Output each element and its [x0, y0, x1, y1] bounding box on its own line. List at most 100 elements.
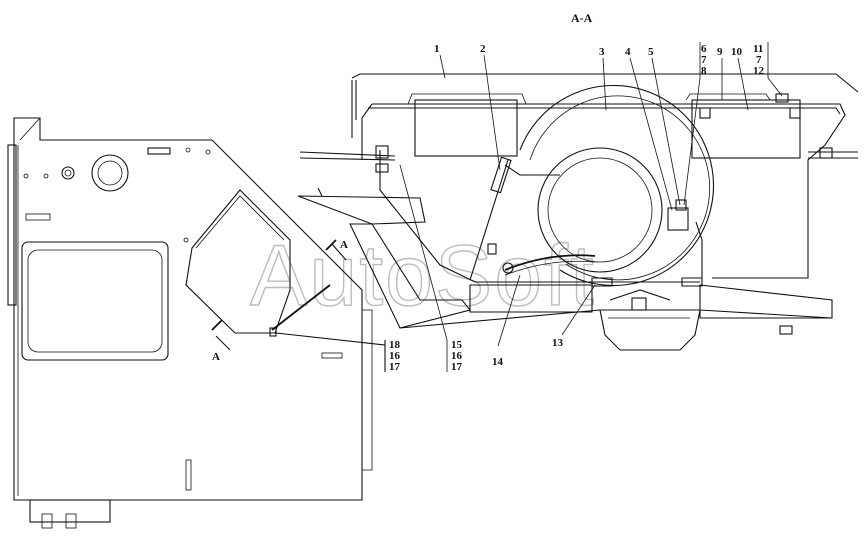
- hole-1: [43, 173, 49, 179]
- damper-plate: [469, 159, 509, 281]
- seal-right: [681, 277, 703, 287]
- callout-14: 14: [492, 356, 504, 368]
- bottom-slot: [185, 459, 192, 491]
- section-mark-lower: A: [212, 351, 220, 363]
- housing-right-flange: [362, 309, 373, 471]
- leader-6-7-8: [683, 42, 701, 206]
- callout-11: 11: [753, 43, 763, 55]
- filter-block-right: [691, 99, 801, 159]
- motor-bracket: [667, 207, 689, 231]
- callout-5: 5: [648, 46, 654, 58]
- section-mark-upper: A: [340, 239, 348, 251]
- fan-inlet-line: [504, 164, 560, 176]
- housing-inner-top: [372, 103, 846, 279]
- flap-link-rod: [271, 284, 331, 331]
- leader-2: [483, 54, 501, 171]
- motor-bolt: [675, 199, 687, 211]
- leader-15-16-17: [399, 164, 448, 341]
- flap-inner: [195, 195, 285, 249]
- callout-9: 9: [717, 46, 723, 58]
- hole-4: [205, 149, 211, 155]
- callout-2: 2: [480, 43, 486, 55]
- duct-inner-line: [379, 150, 700, 283]
- leader-13: [561, 284, 596, 336]
- housing-top-edge: [19, 117, 41, 141]
- insulation-bottom-right: [699, 284, 833, 319]
- bottom-tab-slot-2: [65, 513, 77, 529]
- leader-5: [651, 57, 681, 206]
- leader-10: [737, 57, 749, 111]
- callout-15: 15: [451, 339, 463, 351]
- section-arrow-upper-tick: [325, 239, 337, 251]
- leader-18-16-17-left: [275, 332, 386, 346]
- fan-scroll-outer: [519, 85, 714, 287]
- callout-13: 13: [552, 337, 564, 349]
- flap-outline: [185, 189, 291, 334]
- callout-7b: 7: [756, 54, 762, 66]
- callout-8: 8: [701, 65, 707, 77]
- round-port-small-inner: [64, 169, 72, 177]
- damper-lower-pivot: [487, 243, 497, 255]
- round-port-large: [91, 154, 129, 192]
- round-port-large-inner: [97, 160, 123, 186]
- callout-17b: 17: [389, 361, 401, 373]
- callout-labels: 1 2 3 4 5 6 7 8 9 10 11 7 12 13 14 15 16…: [212, 43, 765, 373]
- housing-inner-top-2: [368, 107, 841, 115]
- flap-link-pivot: [269, 327, 277, 337]
- drain-valve: [631, 297, 647, 311]
- bottom-tab-slot-1: [41, 513, 53, 529]
- filter-block-right-clip: [685, 93, 771, 101]
- left-housing-view: [7, 117, 386, 529]
- round-port-small: [61, 166, 75, 180]
- section-arrow-lower: [215, 335, 231, 351]
- fan-scroll-inner: [529, 95, 711, 281]
- callout-10: 10: [731, 46, 743, 58]
- hole-2: [23, 173, 29, 179]
- filter-block-left-clip: [407, 93, 527, 105]
- floor-bolt: [779, 325, 793, 335]
- section-view: [297, 73, 859, 351]
- top-slot: [147, 147, 171, 155]
- clip-left-mid: [375, 163, 389, 173]
- floor-line: [399, 309, 833, 329]
- fan-wheel-inner: [547, 157, 653, 263]
- insulation-bottom-left: [469, 284, 593, 313]
- leader-3: [602, 57, 607, 111]
- housing-side-flange: [7, 144, 17, 306]
- left-plate-top: [299, 151, 396, 157]
- filter-block-left: [414, 99, 518, 157]
- housing-bottom-tab: [29, 499, 111, 523]
- cable-14: [504, 254, 596, 271]
- callout-12: 12: [753, 65, 765, 77]
- cable-14-inner: [504, 260, 596, 276]
- left-plate-bottom: [299, 157, 396, 161]
- seal-lip: [317, 187, 323, 197]
- bolt-11: [775, 93, 789, 103]
- right-bracket: [819, 147, 833, 159]
- leader-14: [497, 274, 521, 347]
- callout-16a: 16: [451, 350, 463, 362]
- callout-1: 1: [434, 43, 440, 55]
- section-arrow-lower-tick: [211, 319, 223, 331]
- drain-flap: [609, 289, 671, 301]
- fan-right-wall: [695, 221, 703, 278]
- callout-17a: 17: [451, 361, 463, 373]
- section-title: A-A: [571, 11, 593, 25]
- callout-18: 18: [389, 339, 401, 351]
- leader-11-7-12: [767, 42, 783, 97]
- leader-lines: [399, 42, 783, 372]
- section-arrow-upper: [331, 243, 347, 261]
- leader-4: [629, 57, 673, 211]
- watermark: AutoSoft: [250, 228, 596, 324]
- callout-6: 6: [701, 43, 707, 55]
- right-slot: [321, 352, 343, 359]
- housing-window-inner: [27, 249, 163, 353]
- leader-1: [439, 54, 446, 79]
- callout-16b: 16: [389, 350, 401, 362]
- insulation-upper: [297, 195, 426, 225]
- seal-13: [591, 277, 613, 287]
- hole-3: [185, 147, 191, 153]
- callout-7a: 7: [701, 54, 707, 66]
